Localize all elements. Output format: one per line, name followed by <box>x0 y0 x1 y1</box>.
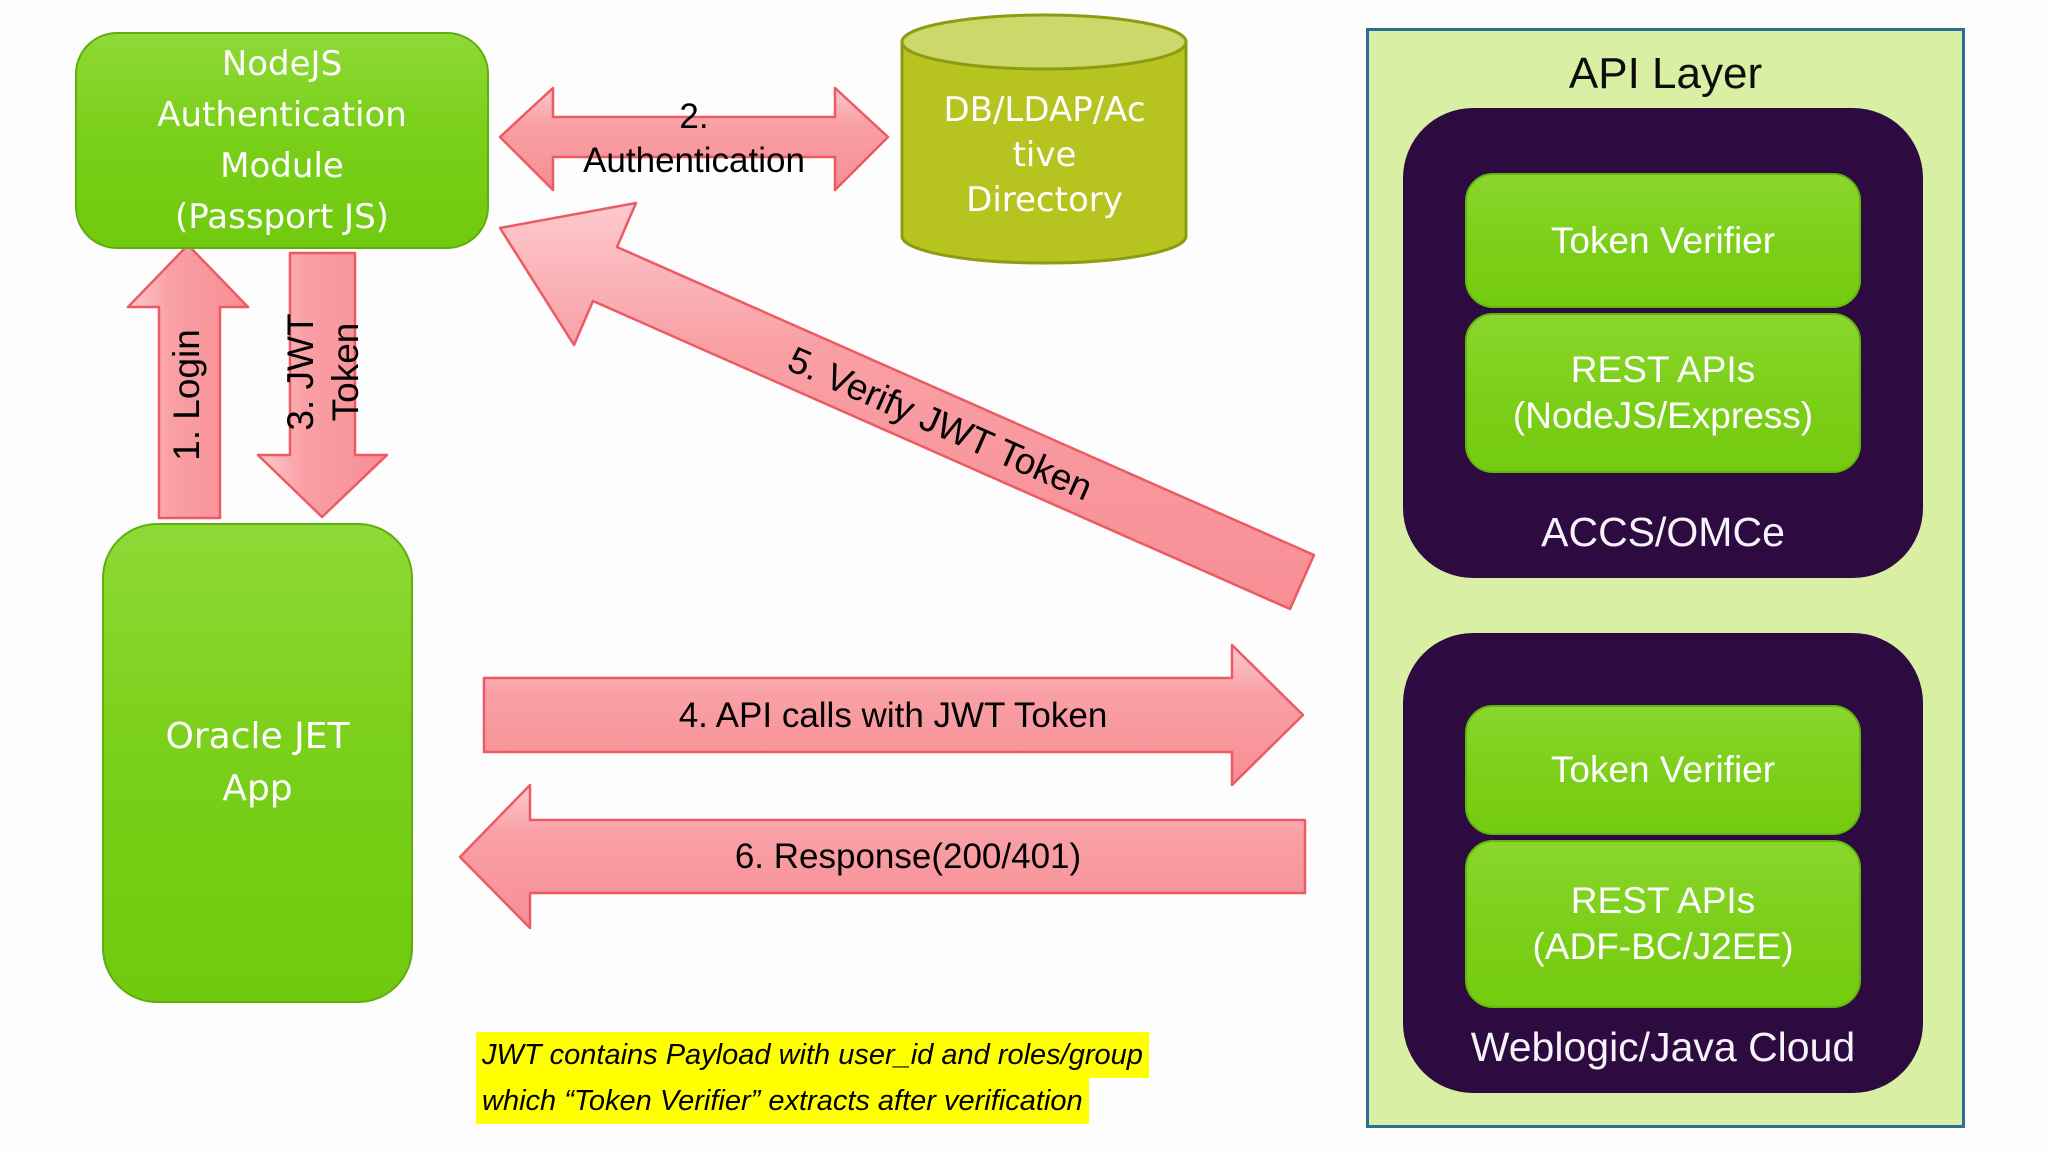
weblogic-rest-apis-label: REST APIs (ADF-BC/J2EE) <box>1532 880 1794 967</box>
arrow-authentication-label: 2. Authentication <box>583 97 805 180</box>
arrow-api-calls-label: 4. API calls with JWT Token <box>678 696 1108 735</box>
weblogic-java-cloud-container: Token Verifier REST APIs (ADF-BC/J2EE) W… <box>1403 633 1923 1093</box>
jwt-note-line1: JWT contains Payload with user_id and ro… <box>476 1032 1149 1078</box>
database-cylinder <box>900 13 1188 265</box>
weblogic-rest-apis-box: REST APIs (ADF-BC/J2EE) <box>1465 840 1861 1008</box>
nodejs-auth-module-box: NodeJS Authentication Module (Passport J… <box>75 32 489 249</box>
arrow-verify-jwt-shape <box>498 201 1316 611</box>
oracle-jet-app-box: Oracle JET App <box>102 523 413 1003</box>
database-label: DB/LDAP/Ac tive Directory <box>943 90 1146 220</box>
api-layer-title: API Layer <box>1568 49 1763 98</box>
accs-rest-apis-label: REST APIs (NodeJS/Express) <box>1512 349 1814 436</box>
weblogic-java-cloud-label: Weblogic/Java Cloud <box>1470 1024 1856 1070</box>
jwt-note-line2: which “Token Verifier” extracts after ve… <box>476 1078 1089 1124</box>
jwt-note: JWT contains Payload with user_id and ro… <box>476 1032 1149 1124</box>
accs-omce-label: ACCS/OMCe <box>1541 509 1785 555</box>
nodejs-auth-module-label: NodeJS Authentication Module (Passport J… <box>157 43 407 237</box>
arrow-login-shape <box>126 243 250 520</box>
arrow-api-calls-shape <box>482 643 1305 787</box>
arrow-login-label: 1. Login <box>166 329 207 461</box>
weblogic-token-verifier-label: Token Verifier <box>1550 749 1776 790</box>
accs-omce-container: Token Verifier REST APIs (NodeJS/Express… <box>1403 108 1923 578</box>
arrow-response-shape <box>458 783 1307 930</box>
arrow-jwt-token-shape <box>256 251 389 519</box>
arrow-authentication-shape <box>498 86 890 192</box>
accs-token-verifier-label: Token Verifier <box>1550 219 1776 261</box>
accs-rest-apis-box: REST APIs (NodeJS/Express) <box>1465 313 1861 473</box>
api-layer-panel: API Layer Token Verifier REST APIs (Node… <box>1366 28 1965 1128</box>
accs-token-verifier-box: Token Verifier <box>1465 173 1861 308</box>
oracle-jet-app-label: Oracle JET App <box>165 715 350 809</box>
weblogic-token-verifier-box: Token Verifier <box>1465 705 1861 835</box>
arrow-jwt-token-label: 3. JWT Token <box>280 313 366 431</box>
arrow-response-label: 6. Response(200/401) <box>734 837 1082 876</box>
